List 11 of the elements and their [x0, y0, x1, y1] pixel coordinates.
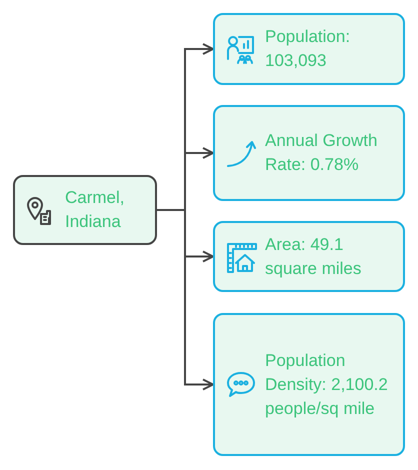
node-label: Area: 49.1 square miles	[265, 234, 362, 278]
info-box	[213, 313, 405, 456]
connector-arrow	[157, 209, 214, 390]
node-label: Carmel, Indiana	[65, 188, 125, 231]
location-box	[13, 175, 157, 245]
info-box	[213, 13, 405, 85]
node-label: Population Density: 2,100.2 people/sq mile	[265, 350, 388, 418]
info-box	[213, 221, 405, 292]
info-box	[213, 105, 405, 201]
node-label: Annual Growth Rate: 0.78%	[265, 131, 378, 174]
node-label: Population: 103,093	[265, 27, 350, 70]
